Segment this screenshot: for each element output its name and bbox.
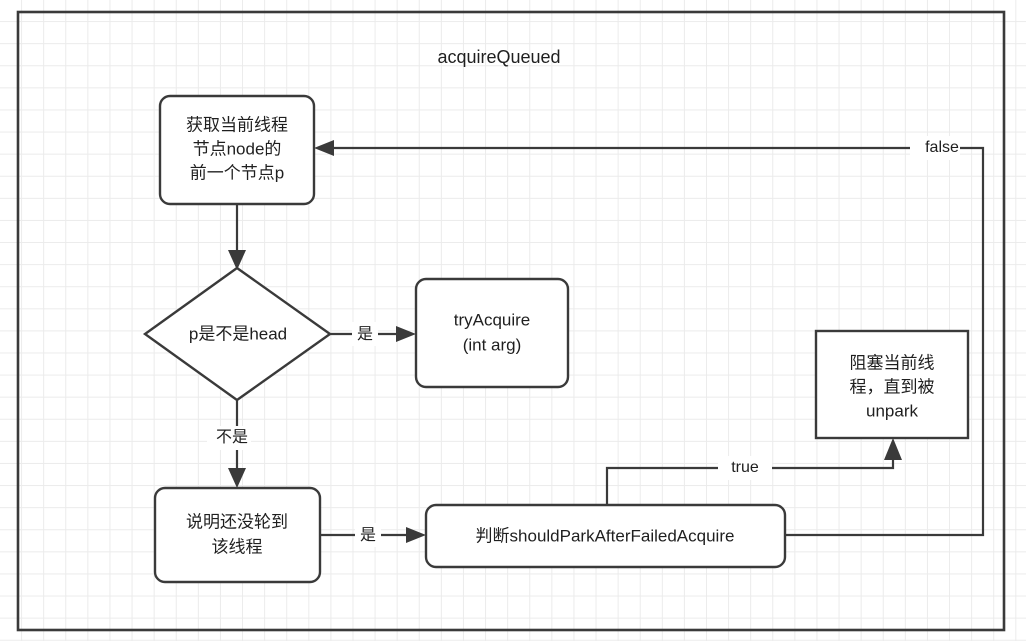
arrowhead-into-block-thread — [884, 438, 902, 460]
node-get-prev-node-line1: 获取当前线程 — [186, 115, 288, 134]
node-block-thread-shape[interactable] — [814, 329, 970, 440]
edge-label-true-bg — [718, 456, 772, 480]
edge-label-yes-notturn-bg — [355, 523, 381, 547]
edge-diamond-to-notturn-no: 不是 — [207, 400, 251, 488]
diagram-title: acquireQueued — [437, 47, 560, 67]
edge-label-true: true — [731, 459, 759, 476]
arrowhead-into-not-turn — [228, 468, 246, 488]
node-get-prev-node[interactable]: 获取当前线程 节点node的 前一个节点p — [158, 94, 316, 206]
node-block-thread-line2: 程，直到被 — [850, 377, 935, 396]
node-should-park-label: 判断shouldParkAfterFailedAcquire — [476, 526, 735, 545]
edge-label-yes-head-bg — [352, 322, 378, 346]
edge-getprevnode-to-diamond — [228, 204, 246, 270]
node-block-thread-line1: 阻塞当前线 — [850, 353, 935, 372]
node-block-thread[interactable]: 阻塞当前线 程，直到被 unpark — [814, 329, 970, 440]
node-not-turn-line2: 该线程 — [212, 537, 263, 556]
edge-label-false: false — [925, 139, 959, 156]
node-get-prev-node-shape[interactable] — [158, 94, 316, 206]
edge-notturn-to-shouldpark-yes: 是 — [320, 523, 426, 547]
node-not-turn-shape[interactable] — [153, 486, 322, 584]
edge-diamond-to-tryacquire-yes: 是 — [330, 322, 416, 346]
arrowhead-into-try-acquire — [396, 326, 416, 342]
node-get-prev-node-line2: 节点node的 — [193, 139, 282, 158]
edge-label-yes-notturn: 是 — [360, 527, 376, 544]
edge-label-no: 不是 — [216, 429, 248, 446]
node-is-head[interactable]: p是不是head — [142, 266, 333, 402]
arrowhead-into-get-prev-node — [314, 140, 334, 156]
node-not-turn[interactable]: 说明还没轮到 该线程 — [153, 486, 322, 584]
node-is-head-shape[interactable] — [142, 266, 333, 402]
edge-shouldpark-to-blockthread-true: true — [605, 438, 902, 508]
node-should-park-shape[interactable] — [424, 503, 787, 569]
arrowhead-into-diamond — [228, 250, 246, 270]
node-try-acquire-line2: (int arg) — [463, 335, 522, 354]
node-try-acquire-line1: tryAcquire — [454, 310, 531, 329]
edge-shouldpark-to-getprevnode-false: false — [314, 136, 985, 537]
edge-label-yes-head: 是 — [357, 326, 373, 343]
node-try-acquire[interactable]: tryAcquire (int arg) — [414, 277, 570, 389]
node-is-head-label: p是不是head — [189, 324, 287, 343]
node-block-thread-line3: unpark — [866, 401, 918, 420]
edge-label-false-bg — [910, 136, 960, 160]
outer-container-frame — [16, 10, 1006, 632]
node-should-park[interactable]: 判断shouldParkAfterFailedAcquire — [424, 503, 787, 569]
node-not-turn-line1: 说明还没轮到 — [186, 512, 288, 531]
node-get-prev-node-line3: 前一个节点p — [190, 163, 284, 182]
arrowhead-into-should-park — [406, 527, 426, 543]
edge-label-no-bg — [207, 426, 251, 450]
node-try-acquire-shape[interactable] — [414, 277, 570, 389]
